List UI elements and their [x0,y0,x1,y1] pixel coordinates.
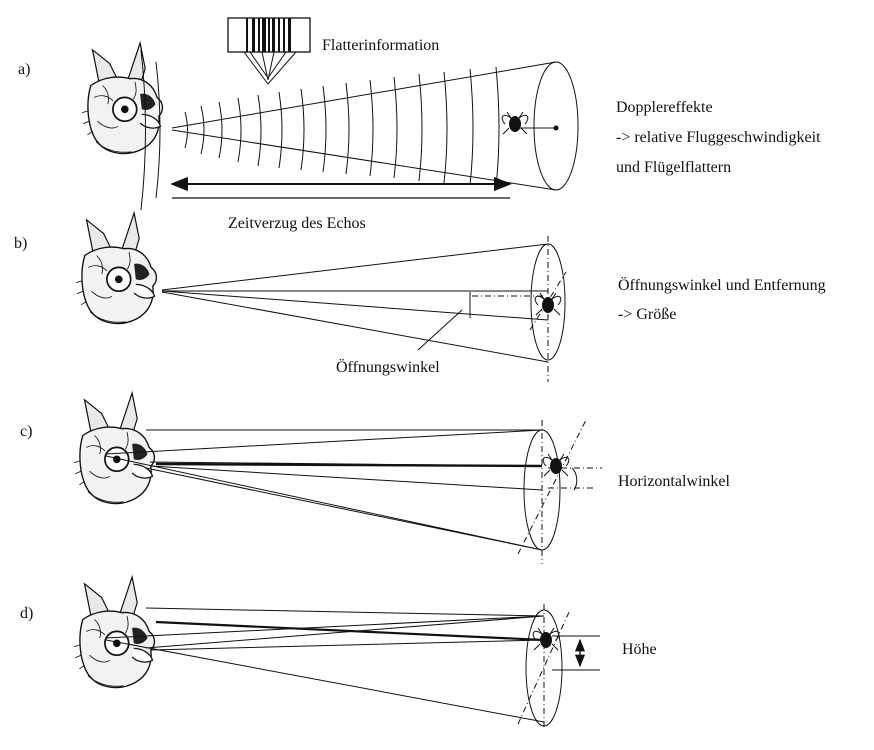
panel-b: b) Öffnungswinkel Öffnungswinkel und Ent… [14,212,826,382]
insect-icon [534,292,562,316]
barcode-icon [227,17,311,85]
panel-label-d: d) [20,605,33,622]
bat-head-icon [81,42,164,155]
panel-label-a: a) [18,61,30,78]
echo-delay-label: Zeitverzug des Echos [228,215,366,232]
bat-head-icon [73,576,156,689]
doppler-flutter-label: und Flügelflattern [616,159,731,176]
panel-d: d) Höhe [20,576,657,730]
insect-icon [501,111,529,135]
doppler-label: Dopplereffekte [616,99,713,116]
size-label: -> Größe [618,306,676,323]
aperture-label: Öffnungswinkel [336,358,440,376]
panel-label-b: b) [14,235,27,252]
aperture-distance-label: Öffnungswinkel und Entfernung [618,276,826,294]
flatterinformation-label: Flatterinformation [322,37,439,54]
height-label: Höhe [622,641,657,658]
panel-c: c) Horizontalwinkel [20,392,731,564]
panel-label-c: c) [20,423,32,440]
bat-head-icon [75,212,158,325]
insect-icon [542,453,570,477]
horizontal-angle-label: Horizontalwinkel [618,473,731,490]
bat-head-icon [73,392,156,505]
double-arrow-icon [170,176,512,199]
doppler-speed-label: -> relative Fluggeschwindigkeit [616,129,821,146]
panel-a: a) [18,17,821,232]
